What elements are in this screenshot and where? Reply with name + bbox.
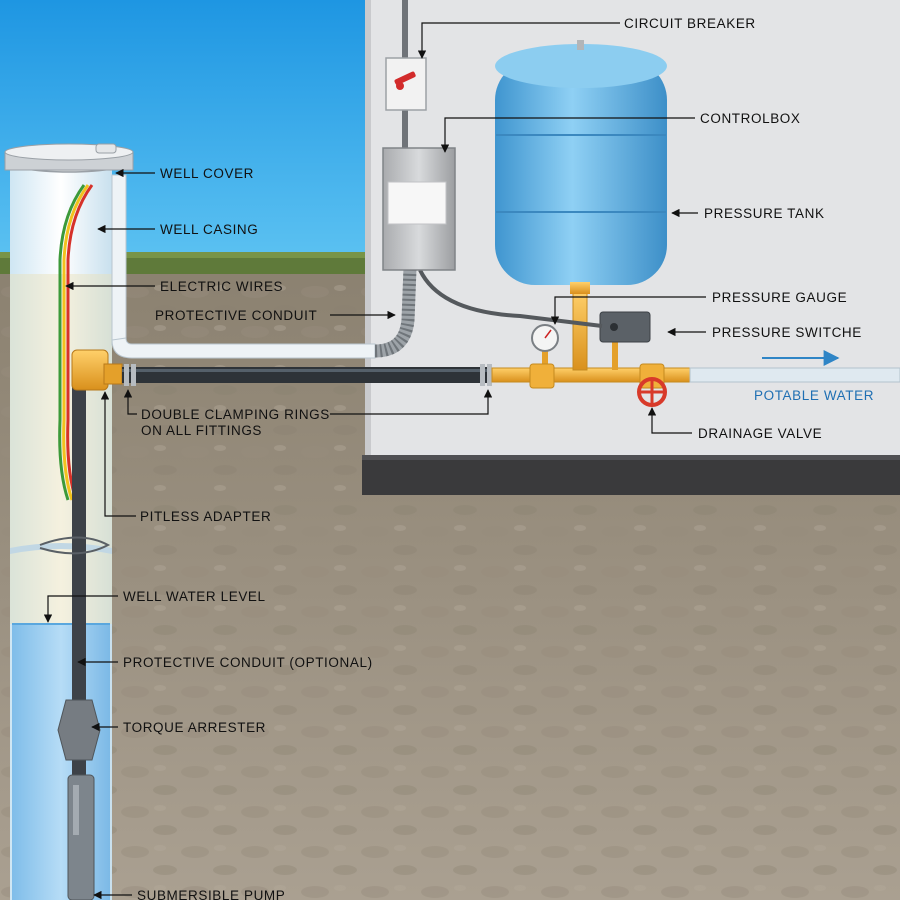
flex-conduit-ribs [374,267,417,358]
label-pressure-gauge: PRESSURE GAUGE [712,290,847,305]
tank-valve-stem [577,40,584,50]
pressure-switch [599,311,651,343]
brass-riser [572,289,588,371]
label-pressure-tank: PRESSURE TANK [704,206,825,221]
label-well-water-level: WELL WATER LEVEL [123,589,266,604]
conduit-vertical [111,174,127,346]
drop-pipe [72,375,86,775]
label-control-box: CONTROLBOX [700,111,801,126]
leader-drainage-valve [647,407,692,434]
submersible-pump [67,774,95,900]
label-pitless-adapter: PITLESS ADAPTER [140,509,271,524]
casing-coupling [10,543,112,554]
pressure-gauge-needle [544,329,552,339]
label-double-clamping-2: ON ALL FITTINGS [141,423,262,438]
wire-red [66,184,94,501]
circuit-breaker-box [385,57,427,111]
tank-outlet [570,282,590,294]
torque-arrester-shape [57,699,101,761]
control-box-panel [387,181,447,225]
clamp-ring-1 [124,364,129,386]
label-pressure-switch: PRESSURE SWITCHE [712,325,862,340]
label-submersible-pump: SUBMERSIBLE PUMP [137,888,285,900]
leader-well-water-level [43,595,118,623]
label-potable-water: POTABLE WATER [754,388,874,403]
drainage-valve-wheel [637,377,667,407]
floor-slab [362,455,900,495]
label-protective-conduit-optional: PROTECTIVE CONDUIT (OPTIONAL) [123,655,373,670]
grass-highlight [0,252,370,258]
label-well-casing: WELL CASING [160,222,258,237]
leader-lines [43,22,706,900]
wire-yellow [62,184,90,501]
pressure-tank [495,60,667,285]
clamp-ring-3 [480,364,485,386]
floor-slab-top [362,455,900,460]
switch-stem [612,340,618,370]
leader-pressure-gauge [550,296,706,325]
breaker-pivot [396,82,404,90]
well-cover-cap [95,143,117,154]
well-water [12,624,110,900]
wire-green [58,184,86,501]
conduit-elbow [111,337,376,359]
tank-top [495,44,667,88]
pitless-adapter [71,349,109,391]
service-wire [402,0,408,60]
leader-pitless-adapter [100,391,136,517]
leader-double-clamping-left [123,389,137,415]
leader-circuit-breaker [417,22,620,59]
gauge-stem [542,350,548,370]
box-to-switch-cable [418,269,603,328]
label-circuit-breaker: CIRCUIT BREAKER [624,16,756,31]
breaker-to-box-wire [402,110,408,150]
label-torque-arrester: TORQUE ARRESTER [123,720,266,735]
label-double-clamping-1: DOUBLE CLAMPING RINGS [141,407,330,422]
label-protective-conduit: PROTECTIVE CONDUIT [155,308,317,323]
pump-highlight [73,785,79,835]
label-electric-wires: ELECTRIC WIRES [160,279,283,294]
leader-double-clamping-right [330,389,493,415]
tee-fitting [529,363,555,389]
pitless-outlet [103,363,123,385]
basement-wall-shade [365,0,371,455]
clamp-ring-2 [131,364,136,386]
label-drainage-valve: DRAINAGE VALVE [698,426,822,441]
supply-pipe-shine [122,369,492,372]
leader-control-box [440,117,695,153]
breaker-handle [394,71,416,86]
potable-outlet-pipe [689,367,900,383]
label-well-cover: WELL COVER [160,166,254,181]
clamp-ring-4 [487,364,492,386]
pressure-switch-knob [610,323,618,331]
safety-rope [39,536,111,555]
